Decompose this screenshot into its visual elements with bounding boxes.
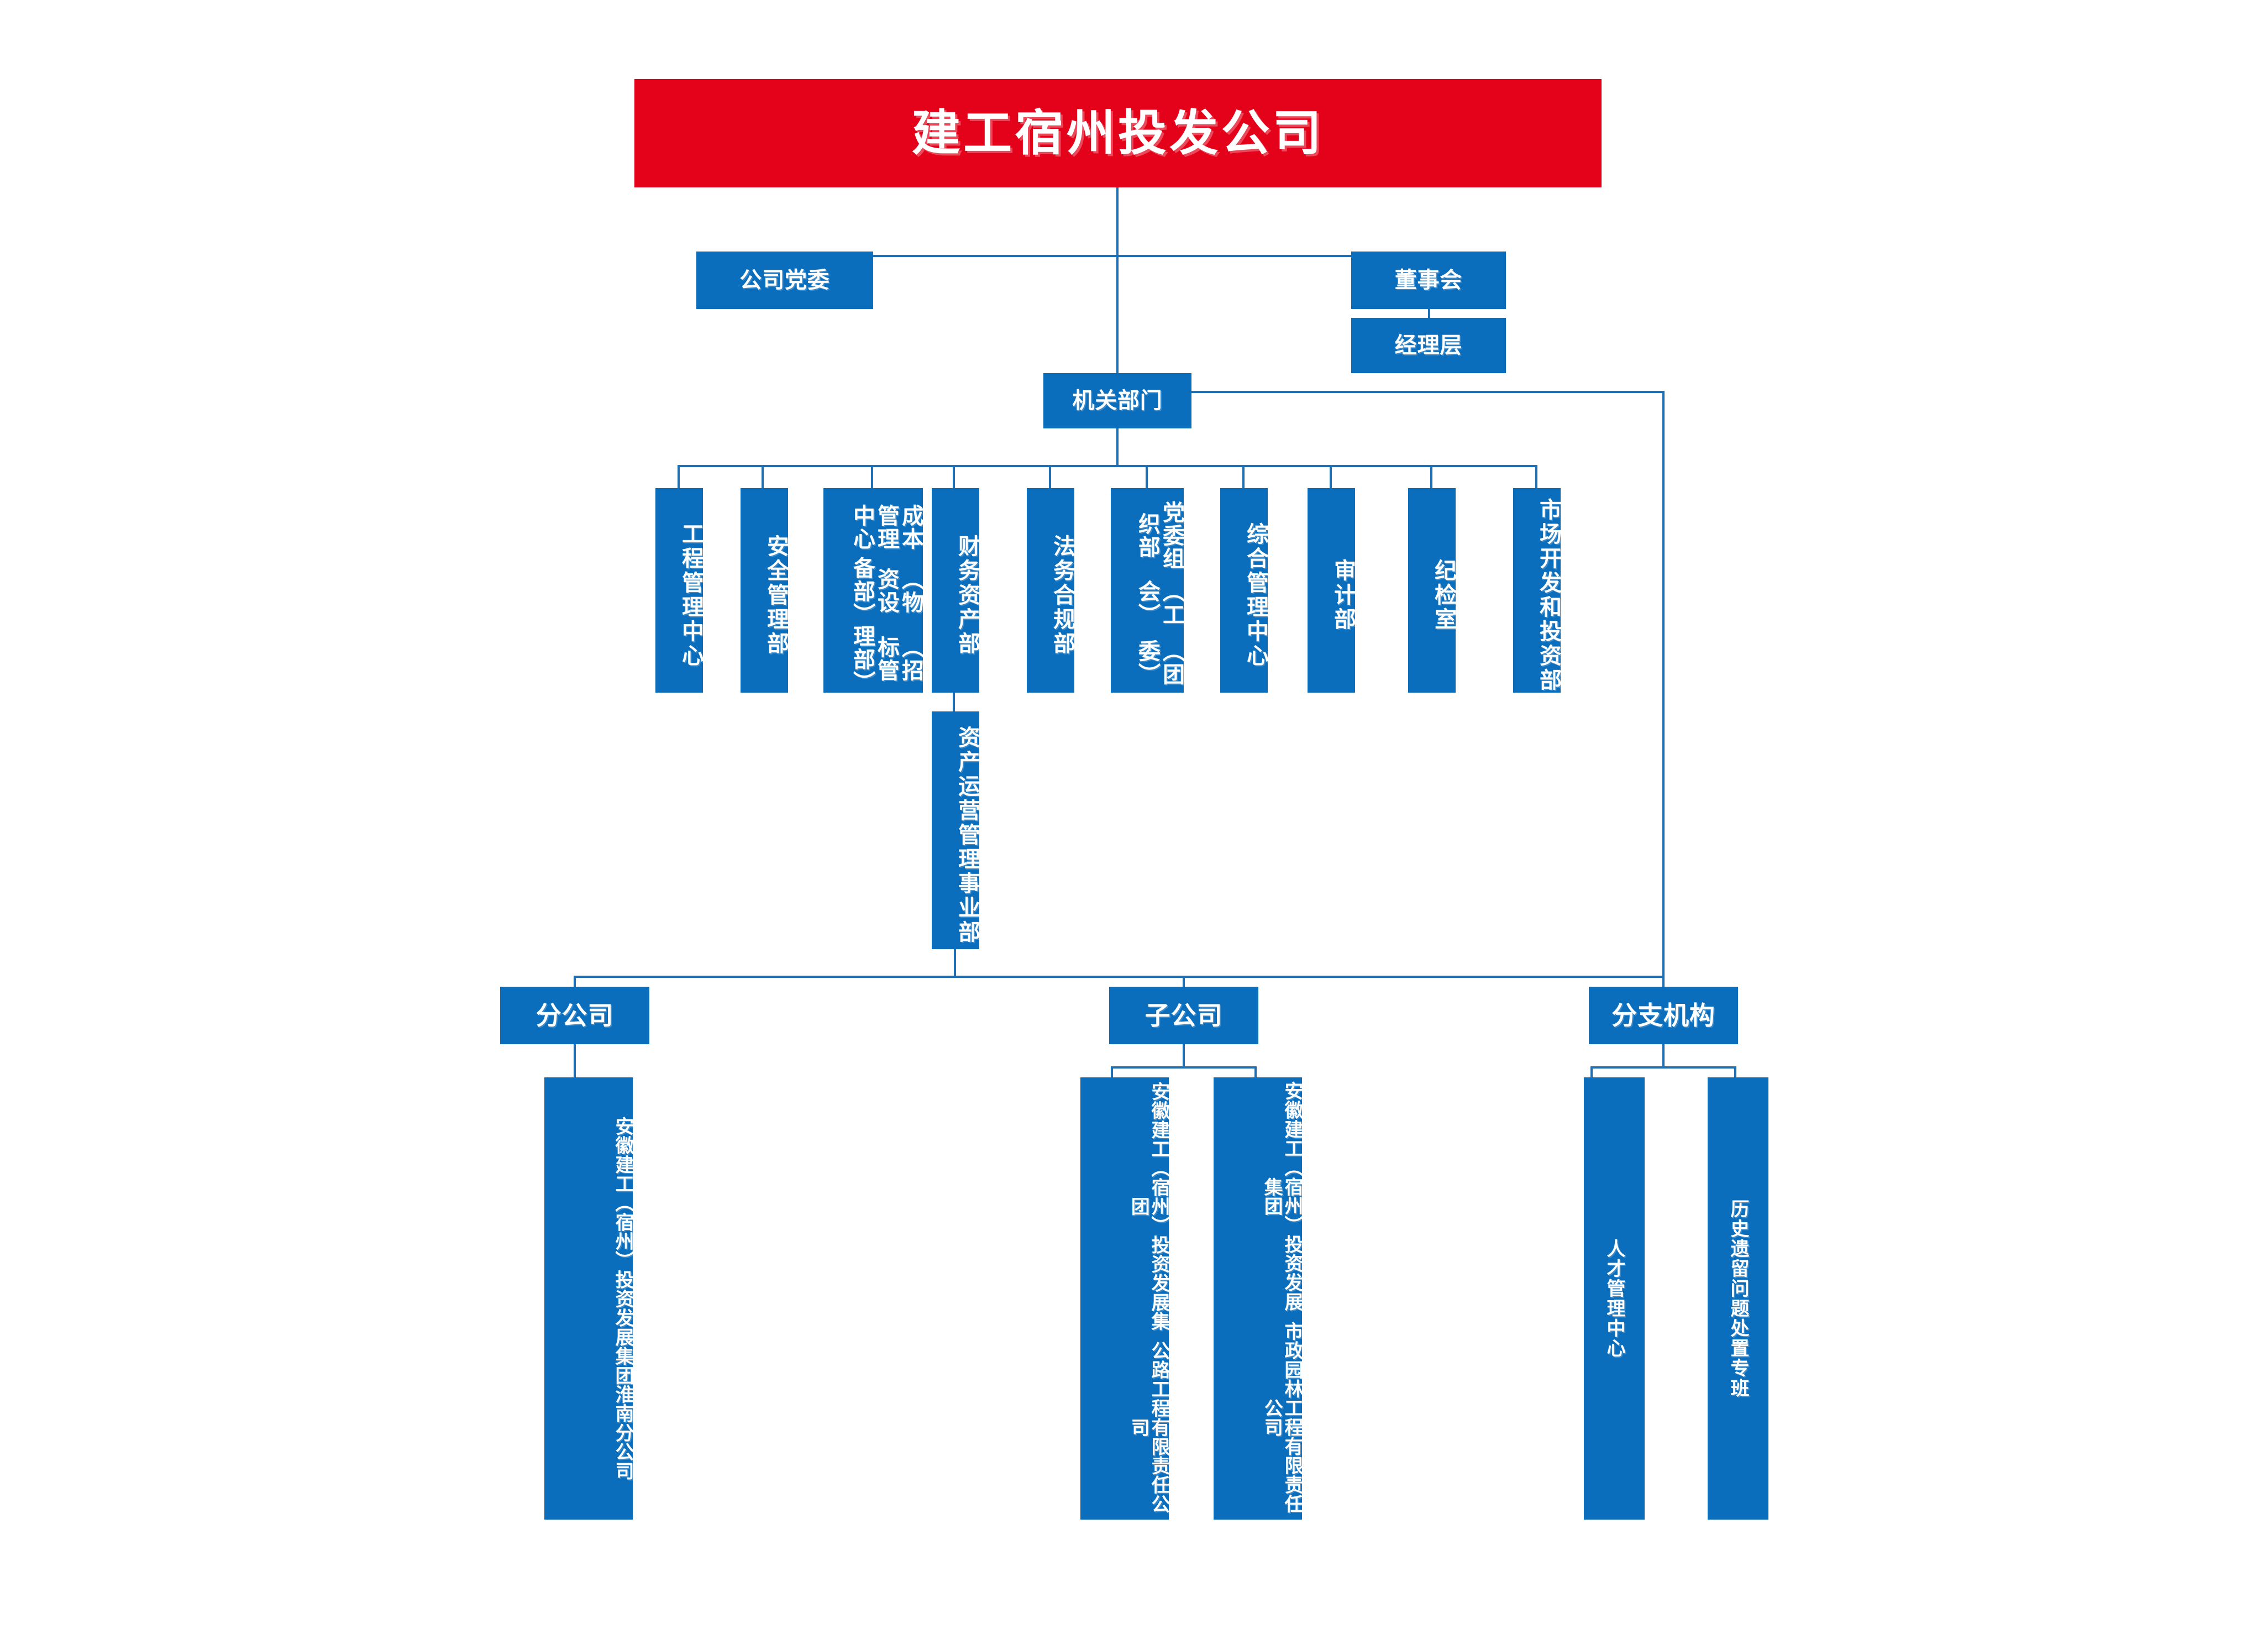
node-dept-finance-assets[interactable]: 财务资产部 [932,488,979,693]
node-branch-huainan[interactable]: 安徽建工（宿州）投资发展集团 淮南分公司 [544,1077,633,1520]
connector-to-agency [1116,255,1119,376]
dept-party-line-youth: （团委） [1135,640,1184,686]
connector-assetops-down [954,949,956,977]
node-institution-talent-management-center[interactable]: 人才管理中心 [1584,1077,1645,1520]
node-dept-legal-compliance[interactable]: 法务合规部 [1027,488,1074,693]
branch-0-line-1: 安徽建工（宿州）投资发展集团 [612,1116,633,1385]
connector-drop-dept-8 [1430,465,1432,489]
connector-agency-to-right-trunk [1191,391,1665,393]
node-dept-market-development-investment[interactable]: 市场开发和投资部 [1513,488,1561,693]
dept-cost-line-main: 成本管理中心 [850,504,923,551]
connector-departments-bus [678,465,1537,467]
root-node-company[interactable]: 建工宿州投发公司 [634,79,1602,187]
node-dept-audit[interactable]: 审计部 [1308,488,1355,693]
branch-0-line-2: 淮南分公司 [612,1385,633,1481]
connector-agency-stem [1116,428,1119,465]
connector-drop-dept-0 [678,465,680,489]
group-header-subsidiary-company[interactable]: 子公司 [1109,987,1258,1044]
connector-drop-dept-4 [1049,465,1051,489]
connector-branch-to-child [574,1044,576,1092]
node-subsidiary-highway-engineering[interactable]: 安徽建工（宿州）投资发展集团 公路工程有限责任公司 [1080,1077,1169,1520]
dept-cost-line-materials: （物资设备部） [850,556,923,626]
node-dept-engineering-management-center[interactable]: 工程管理中心 [655,488,703,693]
subsidiary-0-line-1: 安徽建工（宿州）投资发展集团 [1128,1081,1169,1331]
node-party-committee[interactable]: 公司党委 [696,252,873,309]
node-institution-historical-issues-task-force[interactable]: 历史遗留问题处置专班 [1708,1077,1768,1520]
subsidiary-0-line-2: 公路工程有限责任公司 [1128,1341,1169,1514]
dept-party-line-union: （工会） [1135,579,1184,626]
node-dept-general-management-center[interactable]: 综合管理中心 [1220,488,1268,693]
connector-subsidiary-stem [1183,1044,1185,1067]
connector-row2-bus [784,255,1430,257]
connector-drop-dept-1 [762,465,764,489]
node-agency-departments[interactable]: 机关部门 [1043,373,1191,428]
node-dept-safety-management[interactable]: 安全管理部 [741,488,788,693]
connector-institution-stem [1662,1044,1665,1067]
subsidiary-1-line-1: 安徽建工（宿州）投资发展集团 [1261,1081,1303,1312]
node-subsidiary-municipal-landscape-engineering[interactable]: 安徽建工（宿州）投资发展集团 市政园林工程有限责任公司 [1214,1077,1303,1520]
node-board-of-directors[interactable]: 董事会 [1351,252,1506,309]
connector-drop-dept-9 [1535,465,1537,489]
dept-party-line-main: 党委组织部 [1135,501,1184,570]
connector-drop-dept-3 [953,465,955,489]
connector-finance-to-asset-ops [953,693,955,715]
node-dept-cost-management-center[interactable]: 成本管理中心 （物资设备部） （招标管理部） [823,488,923,694]
connector-bottom-bus [574,976,1665,978]
subsidiary-1-line-2: 市政园林工程有限责任公司 [1261,1321,1303,1514]
group-header-branch-institution[interactable]: 分支机构 [1589,987,1738,1044]
connector-root-stem [1116,187,1119,255]
dept-cost-line-bidding: （招标管理部） [850,624,923,694]
connector-drop-dept-5 [1146,465,1148,489]
connector-drop-dept-2 [871,465,873,489]
connector-drop-dept-6 [1242,465,1245,489]
node-dept-discipline-inspection[interactable]: 纪检室 [1408,488,1456,693]
node-dept-party-organization[interactable]: 党委组织部 （工会） （团委） [1111,488,1184,693]
connector-drop-dept-7 [1330,465,1332,489]
node-asset-operation-management-division[interactable]: 资产运营管理事业部 [932,711,979,949]
connector-right-trunk-vertical [1662,391,1665,977]
connector-institution-bus [1590,1066,1736,1069]
group-header-branch-company[interactable]: 分公司 [500,987,649,1044]
connector-subsidiary-bus [1111,1066,1257,1069]
node-management-layer[interactable]: 经理层 [1351,318,1506,373]
